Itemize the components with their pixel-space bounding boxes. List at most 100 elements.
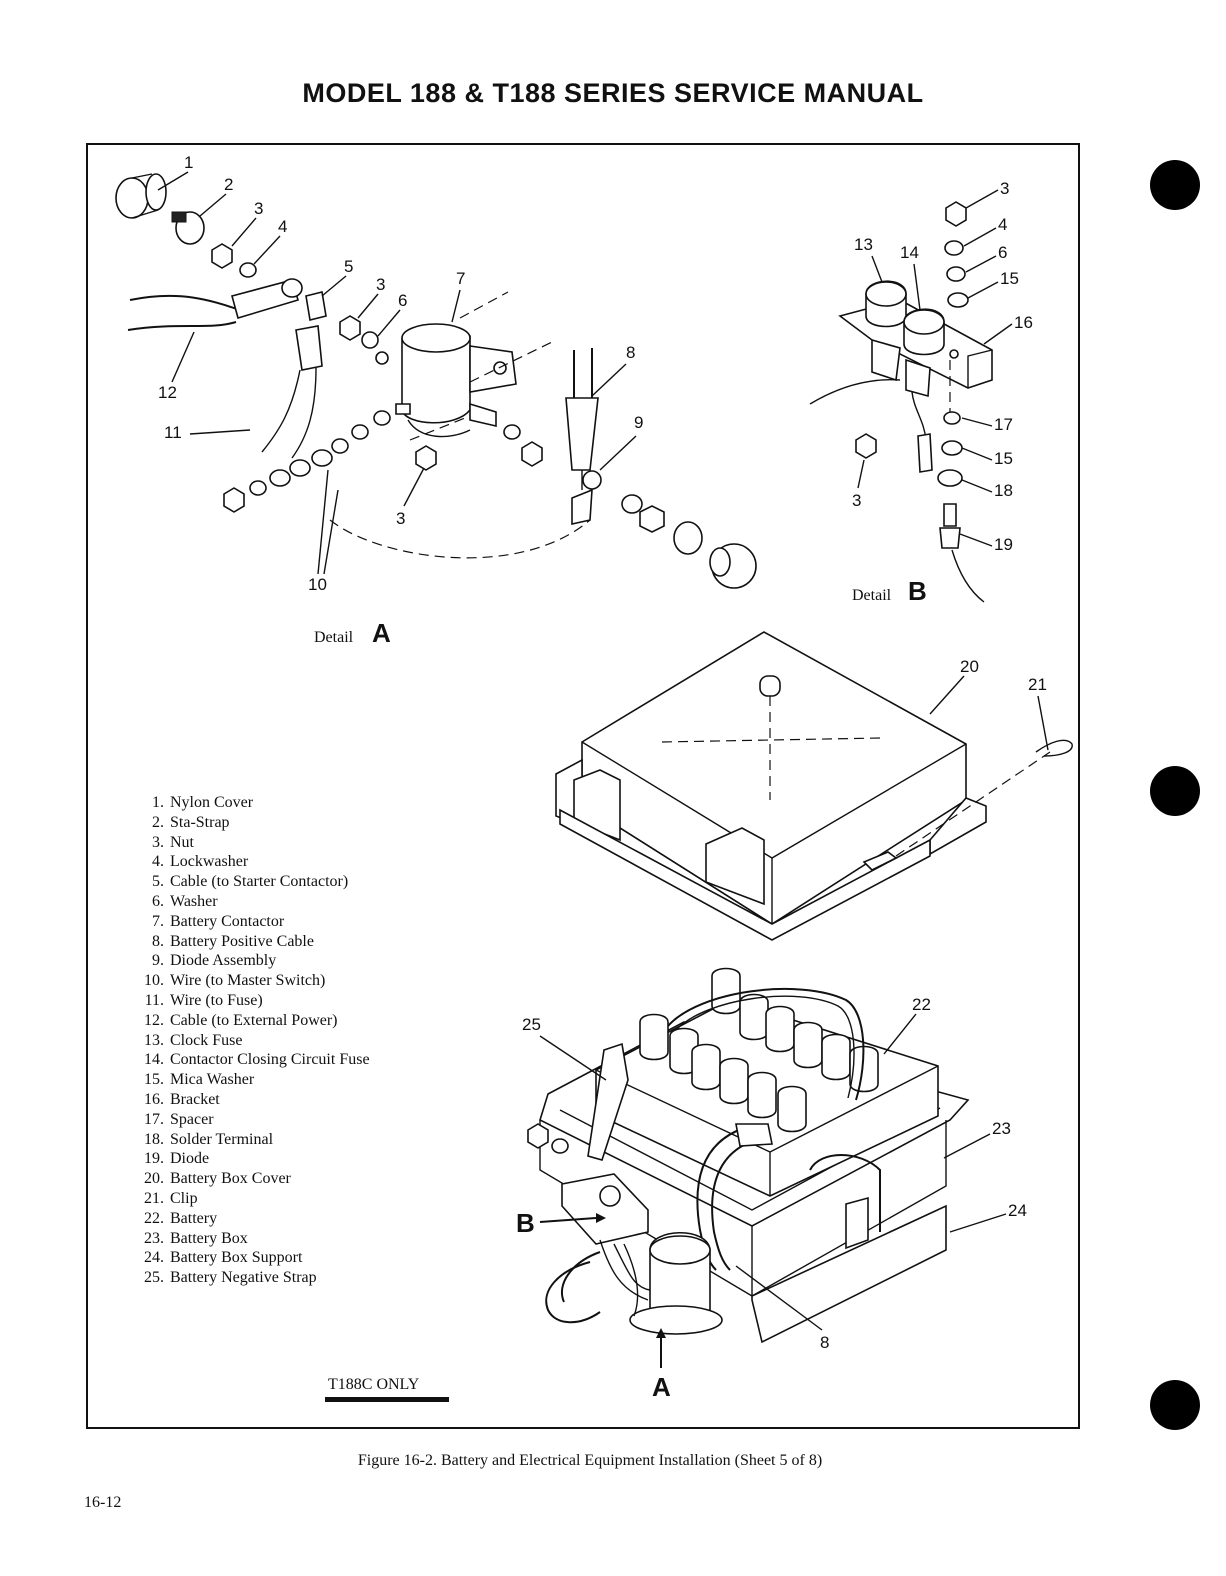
callout-label: 20 [960, 657, 979, 676]
callout-label: 3 [396, 509, 405, 528]
legend-number: 20. [144, 1170, 164, 1188]
legend-text: Washer [170, 892, 218, 910]
legend-number: 24. [144, 1249, 164, 1267]
sta-strap-part [171, 211, 205, 245]
battery-positive-cable [565, 348, 599, 490]
legend-text: Battery Box [170, 1229, 248, 1247]
legend-number: 6. [152, 892, 164, 910]
legend-text: Diode Assembly [170, 952, 277, 970]
legend-text: Battery [170, 1209, 218, 1227]
legend-text: Bracket [170, 1090, 220, 1108]
callout-label: 3 [1000, 179, 1009, 198]
callout-label: 8 [626, 343, 635, 362]
detail-a-word: Detail [314, 629, 354, 646]
legend-number: 15. [144, 1071, 164, 1089]
legend-item: 23.Battery Box [126, 1229, 370, 1249]
legend-item: 25. Battery Negative Strap [126, 1268, 370, 1288]
legend-number: 4. [152, 853, 164, 871]
legend-number: 21. [144, 1189, 164, 1207]
legend-number: 7. [152, 912, 164, 930]
legend-number: 10. [144, 972, 164, 990]
callout-label: 15 [994, 449, 1013, 468]
page-number: 16-12 [84, 1494, 122, 1511]
legend-item: 10. Wire (to Master Switch) [126, 971, 370, 991]
legend-number: 3. [152, 833, 164, 851]
legend-text: Mica Washer [170, 1071, 255, 1089]
legend-number: 1. [152, 794, 164, 811]
legend-item: 14. Contactor Closing Circuit Fuse [126, 1050, 370, 1070]
page-title: MODEL 188 & T188 SERIES SERVICE MANUAL [302, 78, 924, 108]
legend-number: 14. [144, 1051, 164, 1069]
legend-number: 9. [152, 952, 164, 970]
callout-label: 16 [1014, 313, 1033, 332]
legend-item: 9. Diode Assembly [126, 951, 370, 971]
detail-b-letter: B [908, 576, 927, 606]
callout-label: 24 [1008, 1201, 1027, 1220]
legend-number: 19. [144, 1150, 164, 1168]
legend-number: 13. [144, 1031, 164, 1049]
closing-circuit-fuse-part [903, 308, 945, 356]
callout-label: 5 [344, 257, 353, 276]
legend-text: Clip [170, 1189, 198, 1207]
detail-b-drawing: 3 4 6 15 13 14 16 17 15 18 3 19 Detail B [809, 179, 1033, 606]
legend-text: Wire (to Master Switch) [170, 972, 326, 990]
legend-text: Cable (to Starter Contactor) [170, 873, 349, 891]
legend-number: 5. [152, 873, 164, 891]
legend-item: 13. Clock Fuse [126, 1031, 370, 1051]
legend-text: Nut [170, 833, 194, 851]
view-a-letter: A [652, 1372, 671, 1402]
legend-item: 6. Washer [126, 892, 370, 912]
figure-frame [86, 143, 1080, 1429]
legend-text: Battery Contactor [170, 912, 285, 930]
callout-label: 7 [456, 269, 465, 288]
callout-label: 4 [998, 215, 1007, 234]
legend-item: 24.Battery Box Support [126, 1248, 370, 1268]
nylon-cover-part [115, 173, 167, 219]
callout-label: 14 [900, 243, 919, 262]
binder-hole-icon [1150, 1380, 1200, 1430]
callout-label: 2 [224, 175, 233, 194]
callout-label: 21 [1028, 675, 1047, 694]
figure-caption: Figure 16-2. Battery and Electrical Equi… [357, 1452, 823, 1469]
callout-label: 19 [994, 535, 1013, 554]
callout-label: 25 [522, 1015, 541, 1034]
callout-label: 15 [1000, 269, 1019, 288]
detail-a-letter: A [372, 618, 391, 648]
legend-item: 3. Nut [126, 833, 370, 853]
legend-text: Battery Positive Cable [170, 932, 314, 950]
legend-item: 8. Battery Positive Cable [126, 932, 370, 952]
clock-fuse-part [865, 280, 907, 328]
battery-box-cover-drawing [555, 631, 1073, 941]
legend-number: 18. [144, 1130, 164, 1148]
binder-hole-icon [1150, 766, 1200, 816]
detail-a-drawing: 1 2 3 4 5 3 6 7 8 12 11 9 3 10 Detail A [115, 153, 757, 648]
t188c-underline [325, 1397, 449, 1402]
callout-label: 3 [254, 199, 263, 218]
contactor-on-box [629, 1232, 723, 1335]
legend-item: 18. Solder Terminal [126, 1130, 370, 1150]
callout-label: 6 [398, 291, 407, 310]
legend-item: 19.Diode [126, 1149, 370, 1169]
legend-number: 22. [144, 1209, 164, 1227]
legend-number: 11. [144, 991, 164, 1009]
detail-b-word: Detail [852, 587, 892, 604]
legend-text: Clock Fuse [170, 1031, 243, 1049]
legend-text: Solder Terminal [170, 1130, 274, 1148]
external-power-cable [127, 278, 303, 331]
legend-text: Contactor Closing Circuit Fuse [170, 1051, 370, 1069]
callout-label: 11 [164, 423, 182, 442]
legend-number: 8. [152, 932, 164, 950]
battery-and-box-drawing [527, 967, 970, 1344]
callout-label: 23 [992, 1119, 1011, 1138]
legend-number: 25. [144, 1269, 164, 1287]
legend-item: 22. Battery [126, 1209, 370, 1229]
battery-cell-caps [639, 967, 879, 1133]
callout-label: 3 [376, 275, 385, 294]
legend-text: Lockwasher [170, 853, 249, 871]
legend-text: Battery Negative Strap [170, 1269, 317, 1287]
callout-label: 12 [158, 383, 177, 402]
legend-item: 7. Battery Contactor [126, 912, 370, 932]
callout-label: 1 [184, 153, 193, 172]
